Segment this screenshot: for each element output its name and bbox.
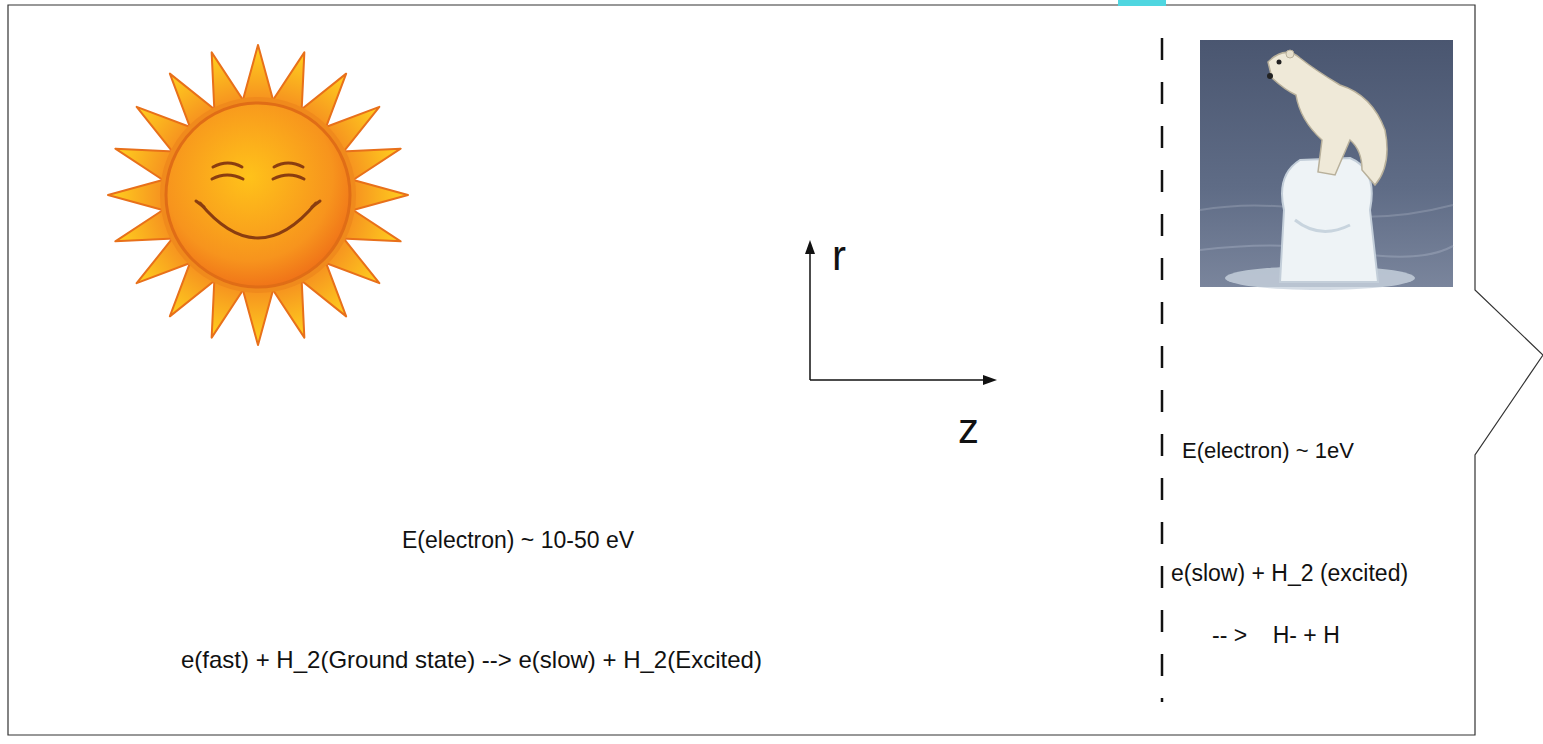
highlight-mark [1118,0,1166,6]
polar-bear-photo [1200,40,1453,290]
reaction-text: e(slow) + H_2 (excited) [1171,560,1408,586]
axis-label: z [958,405,979,453]
energy-note: E(electron) ~ 1eV [1182,438,1354,463]
dashed-boundary [1161,38,1164,702]
energy-note: E(electron) ~ 10-50 eV [402,527,634,553]
frame-outline [8,5,1543,735]
sun-illustration [108,45,408,345]
reaction-text: -- > H- + H [1212,622,1340,648]
reaction-text: e(fast) + H_2(Ground state) --> e(slow) … [181,646,762,674]
axis-label: r [832,232,846,280]
